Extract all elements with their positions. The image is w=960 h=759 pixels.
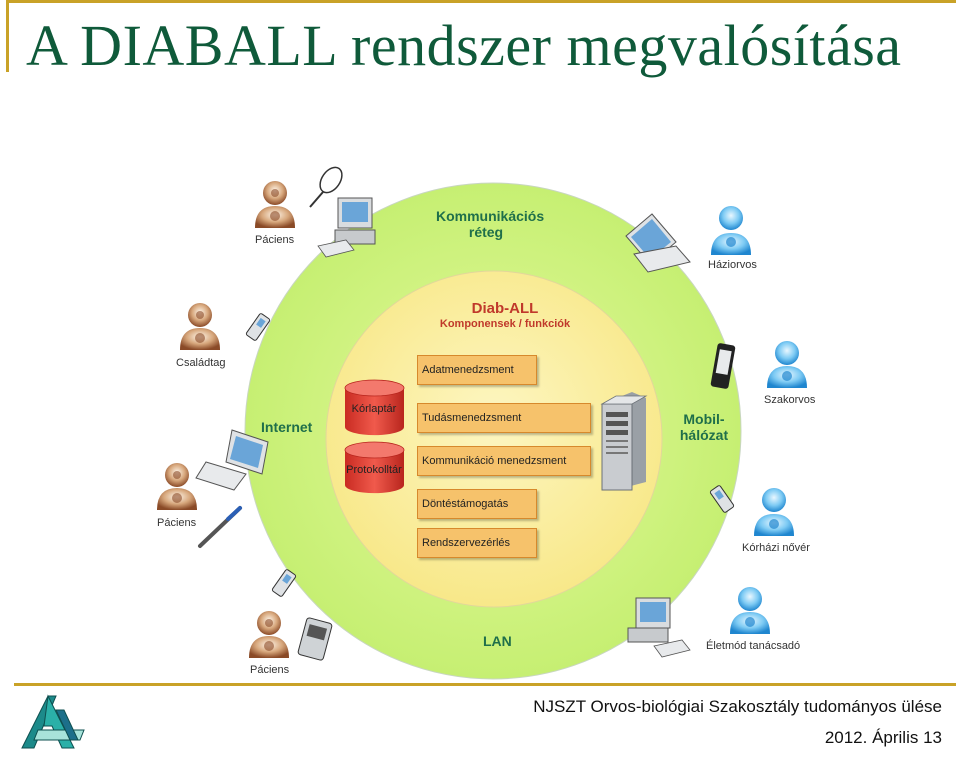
actor-label-family-member: Családtag: [176, 357, 226, 369]
diaball-logo: [21, 694, 85, 749]
function-box-communication-management: Kommunikáció menedzsment: [417, 446, 591, 476]
family-member-icon: [180, 303, 220, 350]
top-accent-bar-horizontal: [6, 0, 956, 3]
slide-title: A DIABALL rendszer megvalósítása: [26, 13, 902, 78]
mobile-phone-bottom-icon: [271, 569, 297, 597]
footer-divider: [14, 683, 956, 686]
patient-bottom-icon: [249, 611, 289, 658]
layer-label-communication-line1: Kommunikációs: [436, 208, 545, 224]
actor-label-advisor: Életmód tanácsadó: [706, 640, 801, 652]
laptop-gp-icon: [625, 213, 691, 273]
layer-label-lan: LAN: [483, 633, 512, 649]
architecture-diagram: [157, 166, 807, 680]
database-korlaptar: [344, 379, 405, 436]
layer-label-communication: Kommunikációs réteg: [436, 208, 545, 240]
layer-label-mobile-line2: hálózat: [679, 427, 729, 443]
tennis-racket-icon: [309, 166, 343, 208]
desktop-computer-top-icon: [317, 197, 376, 258]
glucometer-icon: [297, 617, 333, 661]
gp-icon: [711, 206, 751, 255]
mobile-phone-family-icon: [245, 313, 271, 341]
function-box-data-management: Adatmenedzsment: [417, 355, 537, 385]
core-subtitle: Komponensek / funkciók: [439, 318, 571, 330]
layer-label-mobile-line1: Mobil-: [683, 411, 725, 427]
footer-event: NJSZT Orvos-biológiai Szakosztály tudomá…: [533, 697, 942, 716]
actor-label-patient-top: Páciens: [255, 234, 295, 246]
actor-label-gp: Háziorvos: [708, 259, 757, 271]
smartphone-mobile-icon: [710, 343, 736, 389]
database-label-protokolltar: Protokolltár: [346, 464, 402, 476]
desktop-computer-bottom-icon: [627, 597, 691, 658]
actor-label-patient-left: Páciens: [157, 517, 197, 529]
specialist-icon: [767, 341, 807, 388]
function-box-decision-support: Döntéstámogatás: [417, 489, 537, 519]
database-protokolltar: [344, 441, 405, 494]
function-box-system-control: Rendszervezérlés: [417, 528, 537, 558]
actor-label-patient-bottom: Páciens: [250, 664, 290, 676]
function-box-knowledge-management: Tudásmenedzsment: [417, 403, 591, 433]
layer-label-communication-line2: réteg: [468, 224, 504, 240]
nurse-icon: [754, 488, 794, 536]
layer-label-mobile: Mobil- hálózat: [674, 411, 734, 443]
core-title: Diab-ALL: [471, 300, 539, 317]
actor-label-nurse: Kórházi nővér: [742, 542, 810, 554]
patient-top-icon: [255, 181, 295, 228]
pen-icon: [198, 506, 242, 548]
inner-disc: [325, 270, 663, 608]
laptop-internet-icon: [195, 429, 269, 491]
advisor-icon: [730, 587, 770, 634]
server-icon: [600, 392, 648, 491]
actor-label-specialist: Szakorvos: [764, 394, 816, 406]
mobile-phone-nurse-icon: [709, 485, 735, 513]
patient-left-icon: [157, 463, 197, 510]
layer-label-internet: Internet: [261, 419, 313, 435]
database-label-korlaptar: Kórlaptár: [351, 403, 397, 415]
footer-date: 2012. Április 13: [824, 728, 942, 747]
top-accent-bar-vertical: [6, 0, 9, 72]
